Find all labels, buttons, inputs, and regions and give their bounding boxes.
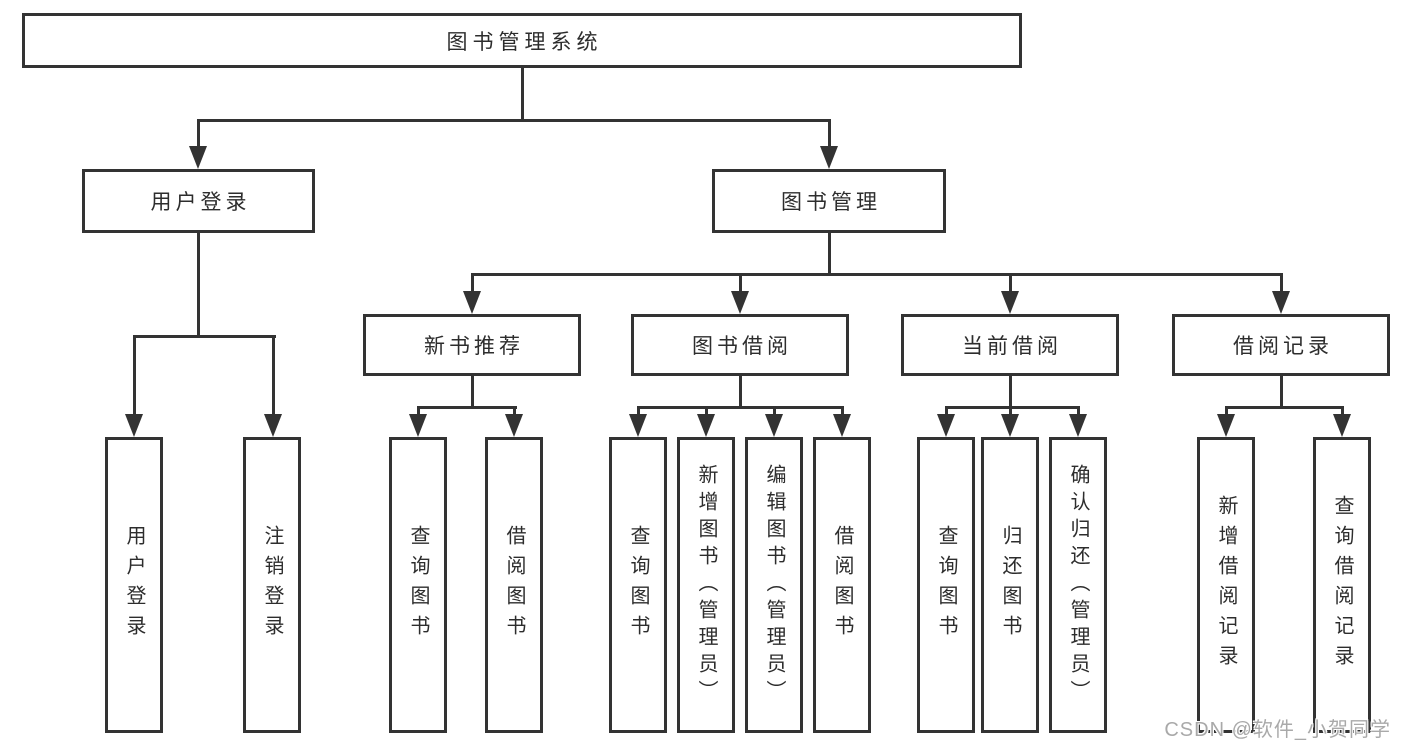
connector-line [1341, 406, 1344, 418]
arrow-down-icon [463, 291, 481, 314]
connector-line [739, 376, 742, 408]
leaf-logout: 注销登录 [243, 437, 301, 733]
node-current-borrowing: 当前借阅 [901, 314, 1119, 376]
arrow-down-icon [820, 146, 838, 169]
connector-line [471, 273, 1282, 276]
node-label: 图书管理 [781, 191, 881, 214]
node-book-borrowing: 图书借阅 [631, 314, 849, 376]
arrow-down-icon [1272, 291, 1290, 314]
connector-line [828, 119, 831, 150]
connector-line [133, 335, 136, 417]
leaf-borrow-books-recommend: 借阅图书 [485, 437, 543, 733]
node-user-login: 用户登录 [82, 169, 315, 233]
arrow-down-icon [1069, 414, 1087, 437]
node-label: 归还图书 [999, 525, 1021, 645]
leaf-borrow-books: 借阅图书 [813, 437, 871, 733]
node-label: 新书推荐 [424, 335, 524, 358]
node-label: 用户登录 [150, 191, 251, 214]
leaf-user-login: 用户登录 [105, 437, 163, 733]
arrow-down-icon [697, 414, 715, 437]
node-label: 借阅图书 [503, 525, 525, 645]
leaf-return-book: 归还图书 [981, 437, 1039, 733]
connector-line [841, 406, 844, 418]
leaf-add-borrow-record: 新增借阅记录 [1197, 437, 1255, 733]
connector-line [272, 335, 275, 417]
connector-line [773, 406, 776, 418]
connector-line [471, 273, 474, 293]
connector-line [197, 119, 200, 150]
arrow-down-icon [937, 414, 955, 437]
arrow-down-icon [629, 414, 647, 437]
connector-line [521, 68, 524, 119]
connector-line [739, 273, 742, 293]
node-label: 借阅记录 [1233, 335, 1333, 358]
arrow-down-icon [125, 414, 143, 437]
connector-line [828, 233, 831, 275]
arrow-down-icon [833, 414, 851, 437]
arrow-down-icon [189, 146, 207, 169]
node-label: 查询图书 [935, 525, 957, 645]
connector-line [417, 406, 517, 409]
arrow-down-icon [264, 414, 282, 437]
node-new-book-recommend: 新书推荐 [363, 314, 581, 376]
arrow-down-icon [1001, 291, 1019, 314]
connector-line [705, 406, 708, 418]
csdn-watermark: CSDN @软件_小贺同学 [1164, 719, 1391, 741]
node-borrowing-records: 借阅记录 [1172, 314, 1390, 376]
arrow-down-icon [409, 414, 427, 437]
leaf-add-book-admin: 新增图书（管理员） [677, 437, 735, 733]
node-label: 编辑图书（管理员） [763, 463, 785, 707]
arrow-down-icon [1333, 414, 1351, 437]
node-label: 确认归还（管理员） [1067, 463, 1089, 707]
leaf-query-books-borrow: 查询图书 [609, 437, 667, 733]
connector-line [1225, 406, 1228, 418]
connector-line [133, 335, 276, 338]
leaf-edit-book-admin: 编辑图书（管理员） [745, 437, 803, 733]
node-label: 图书管理系统 [446, 30, 603, 54]
connector-line [471, 376, 474, 408]
connector-line [197, 119, 831, 122]
connector-line [197, 233, 200, 337]
node-label: 当前借阅 [962, 335, 1062, 358]
leaf-query-books-recommend: 查询图书 [389, 437, 447, 733]
arrow-down-icon [1001, 414, 1019, 437]
node-label: 查询图书 [627, 525, 649, 645]
arrow-down-icon [1217, 414, 1235, 437]
connector-line [945, 406, 948, 418]
leaf-confirm-return-admin: 确认归还（管理员） [1049, 437, 1107, 733]
node-label: 查询图书 [407, 525, 429, 645]
connector-line [637, 406, 640, 418]
node-label: 新增借阅记录 [1215, 495, 1237, 675]
connector-line [1009, 376, 1012, 408]
connector-line [1077, 406, 1080, 418]
arrow-down-icon [731, 291, 749, 314]
node-label: 图书借阅 [692, 335, 792, 358]
connector-line [945, 406, 1080, 409]
node-label: 用户登录 [123, 525, 145, 645]
connector-line [1009, 273, 1012, 293]
node-book-management: 图书管理 [712, 169, 946, 233]
node-library-management-system: 图书管理系统 [22, 13, 1022, 68]
node-label: 注销登录 [261, 525, 283, 645]
node-label: 查询借阅记录 [1331, 495, 1353, 675]
connector-line [1280, 376, 1283, 408]
connector-line [637, 406, 844, 409]
leaf-query-books-current: 查询图书 [917, 437, 975, 733]
connector-line [417, 406, 420, 418]
arrow-down-icon [765, 414, 783, 437]
arrow-down-icon [505, 414, 523, 437]
connector-line [1280, 273, 1283, 293]
node-label: 新增图书（管理员） [695, 463, 717, 707]
node-label: 借阅图书 [831, 525, 853, 645]
connector-line [1009, 406, 1012, 418]
connector-line [1225, 406, 1344, 409]
connector-line [513, 406, 516, 418]
leaf-query-borrow-record: 查询借阅记录 [1313, 437, 1371, 733]
